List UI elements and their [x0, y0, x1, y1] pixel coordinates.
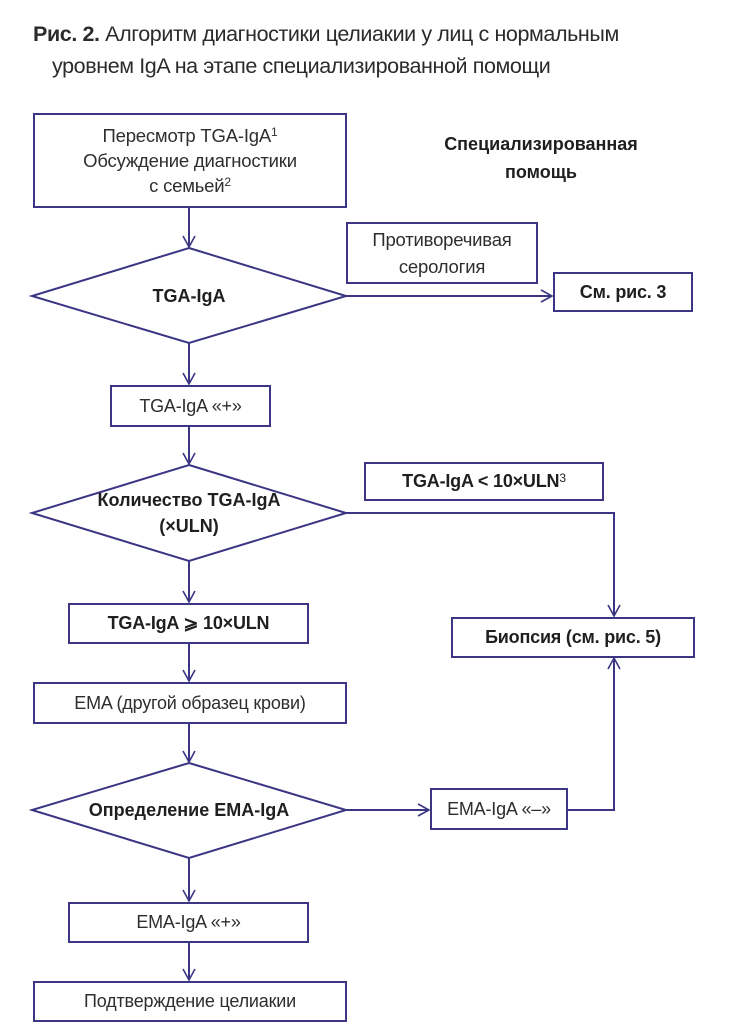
tga-high-box: TGA-IgA ⩾ 10×ULN [68, 603, 309, 644]
review-line3: с семьей [149, 175, 225, 196]
footnote-3: 3 [559, 471, 566, 485]
caption-line1: Алгоритм диагностики целиакии у лиц с но… [99, 22, 619, 46]
tga-positive-box: TGA-IgA «+» [110, 385, 271, 427]
review-line1: Пересмотр TGA-IgA [102, 125, 272, 146]
ema-positive-box: EMA-IgA «+» [68, 902, 309, 943]
arrow-quantity-to-biopsy [346, 512, 621, 618]
see-fig3-box: См. рис. 3 [553, 272, 693, 312]
footnote-1: 1 [271, 125, 278, 139]
ema-negative-box: EMA-IgA «–» [430, 788, 568, 830]
confirm-celiac-box: Подтверждение целиакии [33, 981, 347, 1022]
footnote-2: 2 [224, 175, 231, 189]
arrow-negative-to-biopsy [567, 656, 621, 811]
figure-caption: Рис. 2. Алгоритм диагностики целиакии у … [33, 18, 619, 82]
contradictory-serology-box: Противоречивая серология [346, 222, 538, 284]
review-line2: Обсуждение диагностики [83, 150, 297, 171]
biopsy-box: Биопсия (см. рис. 5) [451, 617, 695, 658]
decision-tga-label: TGA-IgA [152, 286, 226, 306]
review-box: Пересмотр TGA-IgA1 Обсуждение диагностик… [33, 113, 347, 208]
decision-ema-label: Определение EMA-IgA [88, 800, 290, 820]
caption-prefix: Рис. 2. [33, 22, 100, 46]
ema-blood-box: EMA (другой образец крови) [33, 682, 347, 724]
caption-line2: уровнем IgA на этапе специализированной … [52, 54, 551, 78]
section-label: Специализированная помощь [444, 134, 638, 182]
decision-quantity-label: Количество TGA-IgA (×ULN) [97, 490, 281, 536]
